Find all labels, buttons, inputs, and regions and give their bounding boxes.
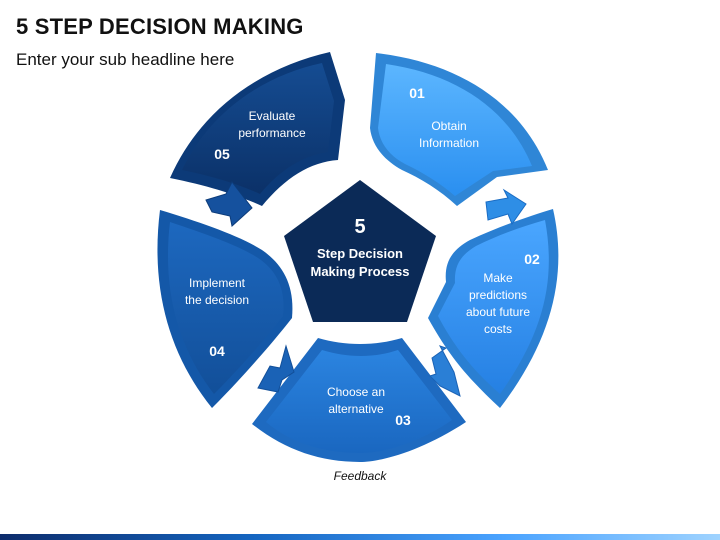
step-01-label-line1: Obtain [431,119,466,133]
step-05-label-line2: performance [238,126,306,140]
step-04-number: 04 [209,343,225,359]
feedback-label: Feedback [334,469,388,483]
step-03-segment [252,338,466,462]
arrow-04-to-05-icon [205,181,253,227]
step-04-label-line2: the decision [185,293,249,307]
step-03-label-line1: Choose an [327,385,385,399]
arrow-02-to-03-icon [429,345,461,397]
step-02-segment [428,209,559,408]
center-pentagon [278,174,442,328]
page-subtitle: Enter your sub headline here [16,50,235,69]
center-label-line1: Step Decision [317,246,403,261]
step-02-label-line2: predictions [469,288,527,302]
step-03-label-line2: alternative [328,402,384,416]
step-05-number: 05 [214,146,230,162]
arrow-01-to-02-icon [485,188,527,226]
step-01-number: 01 [409,85,425,101]
step-02-label-line3: about future [466,305,530,319]
center-number: 5 [354,216,365,238]
step-01-segment [370,53,548,206]
arrow-03-to-04-icon [257,344,295,393]
step-04-segment [157,210,293,408]
step-05-segment [170,52,345,206]
step-01-label-line2: Information [419,136,479,150]
footer-accent-bar [0,534,720,540]
step-02-label-line1: Make [483,271,513,285]
step-05-label-line1: Evaluate [249,109,296,123]
center-label-line2: Making Process [311,264,410,279]
step-02-number: 02 [524,251,540,267]
page-title: 5 STEP DECISION MAKING [16,14,304,39]
step-03-number: 03 [395,412,411,428]
step-04-label-line1: Implement [189,276,246,290]
step-02-label-line4: costs [484,322,512,336]
